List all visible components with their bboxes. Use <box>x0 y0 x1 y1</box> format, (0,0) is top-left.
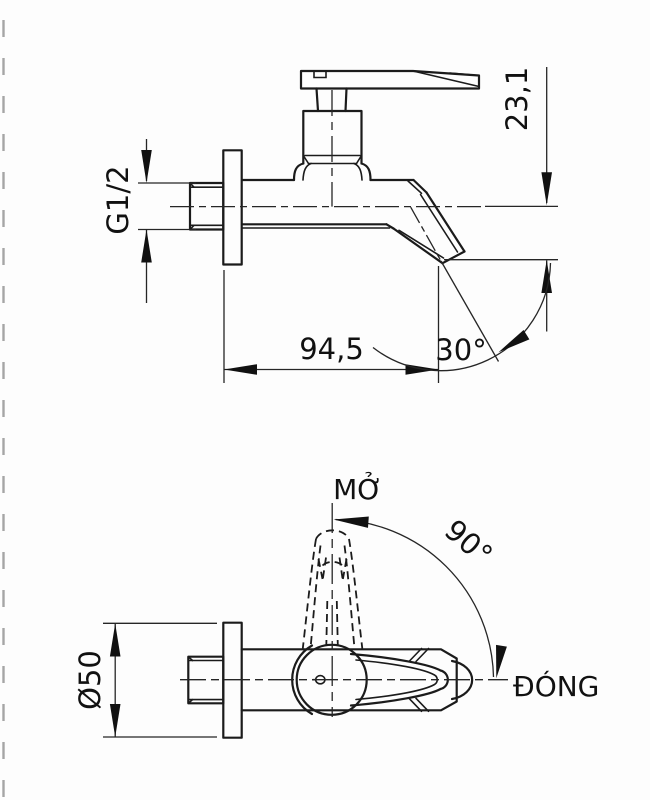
thread-dimension: G1/2 <box>101 139 196 303</box>
spout-angle-dimension-group: 30° <box>372 262 552 372</box>
centerlines-side-view <box>170 90 558 362</box>
top-view-drawing: Ø50 90° MỞ ĐÓNG <box>73 470 599 739</box>
threaded-inlet-top-outline <box>187 655 225 705</box>
valve-bonnet-outline <box>292 87 372 182</box>
height-dimension-group: 23,1 <box>500 67 552 332</box>
side-view-drawing: G1/2 23,1 94,5 30° <box>101 67 558 383</box>
thread-size-dimension: G1/2 <box>101 165 135 234</box>
faucet-body-outline <box>240 178 466 265</box>
diameter-dimension: Ø50 <box>73 650 107 710</box>
closed-label: ĐÓNG <box>513 669 599 703</box>
open-label: MỞ <box>333 470 383 506</box>
spout-angle-dimension: 30° <box>435 333 486 367</box>
height-dimension: 23,1 <box>500 67 534 132</box>
rotation-angle-dimension: 90° <box>438 513 499 572</box>
wall-flange-outline <box>222 149 243 266</box>
handle-lever-outline <box>299 69 481 90</box>
centerlines-top-view <box>180 503 508 717</box>
length-dimension: 94,5 <box>299 332 364 366</box>
diameter-dimension-group: Ø50 <box>73 622 217 738</box>
